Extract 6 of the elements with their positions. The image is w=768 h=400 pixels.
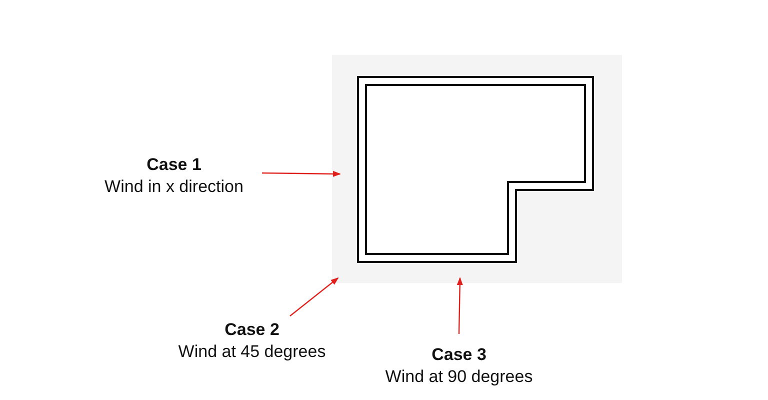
wind-direction-text: Wind in x direction [104,177,244,197]
wind-direction-text: Wind at 45 degrees [178,342,326,362]
case-heading: Case 3 [432,345,486,365]
case-heading: Case 1 [146,155,202,175]
case-heading: Case 2 [224,320,280,340]
wind-direction-text: Wind at 90 degrees [385,367,533,387]
